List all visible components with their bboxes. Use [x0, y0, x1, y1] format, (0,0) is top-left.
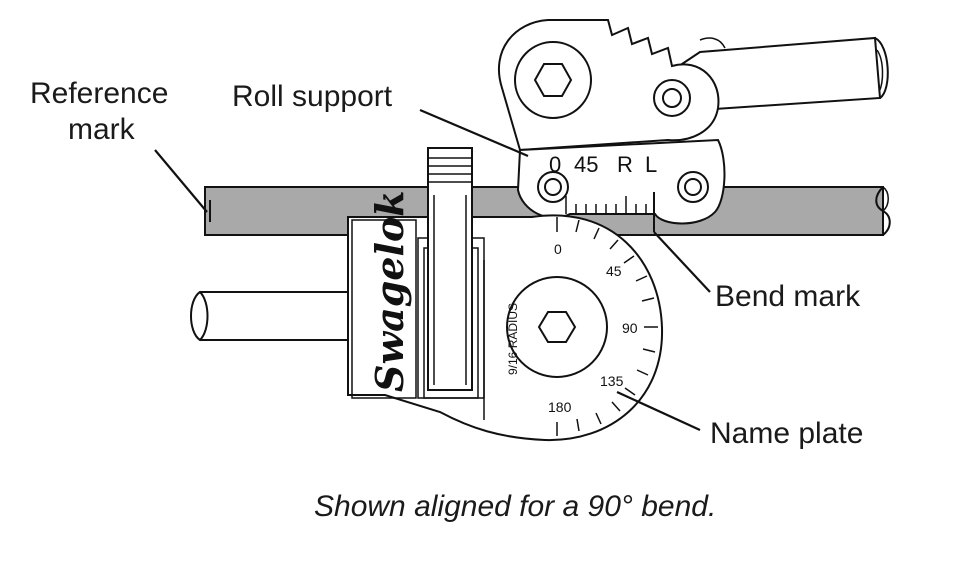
roll-scale-ticks	[565, 192, 655, 232]
roll-support-leader	[419, 108, 529, 158]
bender-body: Swagelok 9/16 RADIUS 0 45	[347, 190, 664, 442]
roll-support: 0 45 R L	[516, 138, 726, 232]
roll-pin-left	[537, 171, 569, 203]
callout-leaders	[154, 108, 711, 432]
dial-ticks	[556, 217, 658, 436]
pivot-bolt-circle	[514, 41, 592, 119]
name-plate-leader	[616, 390, 701, 432]
slide-latch	[427, 147, 473, 391]
roll-scale-l: L	[645, 152, 657, 177]
bend-mark-label: Bend mark	[715, 280, 861, 313]
roll-scale-r: R	[617, 152, 633, 177]
name-plate-label: Name plate	[710, 417, 863, 450]
radius-label: 9/16 RADIUS	[506, 303, 520, 375]
dial-mark-45: 45	[606, 263, 622, 279]
dial-mark-90: 90	[622, 320, 638, 336]
dial-mark-0: 0	[554, 241, 562, 257]
roll-scale-45: 45	[574, 152, 598, 177]
roll-scale-0: 0	[549, 152, 561, 177]
reference-mark-label-line2: mark	[68, 113, 136, 146]
dial-mark-180: 180	[548, 399, 572, 415]
dial-center-bolt	[506, 276, 608, 378]
lower-handle-tube	[190, 290, 353, 342]
brand-logo: Swagelok	[367, 190, 412, 392]
bend-mark-leader	[653, 231, 711, 293]
hex-bolt-icon	[533, 63, 573, 97]
roll-support-label: Roll support	[232, 80, 393, 113]
link-pin-outer	[653, 79, 691, 117]
dial-hex-bolt-icon	[537, 311, 577, 343]
upper-link-bracket	[497, 19, 720, 152]
reference-mark-label-line1: Reference	[30, 77, 168, 110]
link-pin-inner	[662, 88, 682, 108]
dial-mark-135: 135	[600, 373, 624, 389]
roll-pin-right	[677, 171, 709, 203]
reference-mark-leader	[154, 149, 208, 213]
figure-caption: Shown aligned for a 90° bend.	[314, 490, 716, 523]
